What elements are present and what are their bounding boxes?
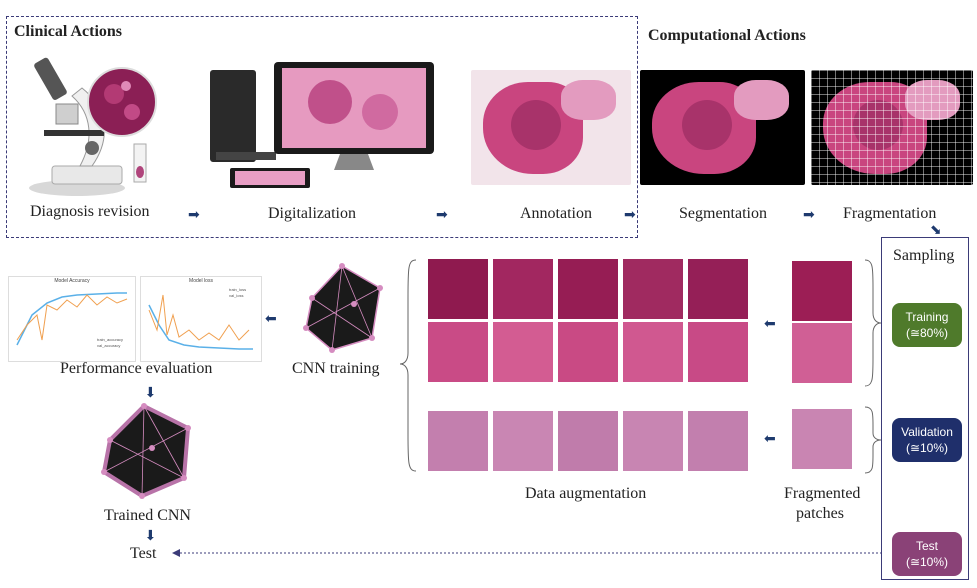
trained-cnn-label: Trained CNN — [104, 507, 191, 524]
cnn-training-label: CNN training — [292, 360, 380, 377]
computational-actions-header: Computational Actions — [648, 27, 806, 44]
fragmented-patches-label-line2: patches — [796, 505, 844, 522]
computer-illustration — [210, 62, 434, 188]
loss-legend-2: val_loss — [229, 293, 244, 298]
training-split-name: Training — [905, 310, 949, 324]
digitalization-label: Digitalization — [268, 205, 356, 222]
clinical-actions-box — [6, 16, 638, 238]
accuracy-plot-title: Model Accuracy — [54, 278, 90, 284]
training-split-pct: (≅80%) — [905, 326, 949, 340]
arrow-right-icon: ➡ — [803, 208, 815, 223]
fragmented-patch — [791, 260, 853, 322]
annotation-label: Annotation — [520, 205, 592, 222]
sampling-label: Sampling — [893, 247, 955, 264]
training-brace — [864, 259, 882, 387]
validation-split-pct: (≅10%) — [905, 441, 949, 455]
training-split-badge: Training (≅80%) — [892, 303, 962, 347]
test-split-pct: (≅10%) — [905, 555, 949, 569]
performance-evaluation-label: Performance evaluation — [60, 360, 213, 377]
diagnosis-revision-label: Diagnosis revision — [30, 203, 150, 220]
validation-brace — [864, 406, 882, 474]
fragmented-patch — [791, 322, 853, 384]
clinical-actions-header: Clinical Actions — [14, 23, 123, 40]
segmentation-label: Segmentation — [679, 205, 767, 222]
data-augmentation-label: Data augmentation — [525, 485, 647, 502]
test-split-name: Test — [915, 539, 938, 553]
augmentation-grid — [427, 258, 752, 473]
arrow-right-icon: ➡ — [436, 208, 448, 223]
fragmented-patches-label-line1: Fragmented — [784, 485, 861, 502]
arrow-down-icon: ➡ — [141, 386, 157, 398]
segmentation-image — [640, 70, 805, 185]
annotation-image — [471, 70, 631, 185]
arrow-right-icon: ➡ — [624, 208, 636, 223]
fragmentation-image — [811, 70, 973, 185]
augmentation-brace — [399, 259, 417, 472]
arrow-left-icon: ⬅ — [265, 312, 277, 327]
fragmentation-label: Fragmentation — [843, 205, 937, 222]
loss-plot-title: Model loss — [189, 278, 213, 284]
arrow-left-icon: ⬅ — [764, 317, 776, 332]
arrow-left-icon: ⬅ — [764, 432, 776, 447]
arrow-right-icon: ➡ — [188, 208, 200, 223]
accuracy-legend-1: train_accuracy — [97, 337, 124, 342]
microscope-illustration — [29, 57, 157, 196]
sampling-box — [881, 237, 969, 580]
test-dotted-arrow — [172, 549, 882, 557]
loss-legend-1: train_loss — [229, 287, 247, 292]
cnn-network-icon — [303, 263, 383, 353]
trained-cnn-icon — [101, 403, 191, 499]
arrow-down-icon: ➡ — [141, 529, 157, 541]
validation-split-name: Validation — [901, 425, 953, 439]
test-label: Test — [130, 545, 157, 562]
validation-split-badge: Validation (≅10%) — [892, 418, 962, 462]
accuracy-plot: Model Accuracy train_accuracy val_accura… — [8, 276, 136, 362]
loss-plot: Model loss train_loss val_loss — [140, 276, 262, 362]
fragmented-patch — [791, 408, 853, 470]
accuracy-legend-2: val_accuracy — [97, 343, 121, 348]
test-split-badge: Test (≅10%) — [892, 532, 962, 576]
